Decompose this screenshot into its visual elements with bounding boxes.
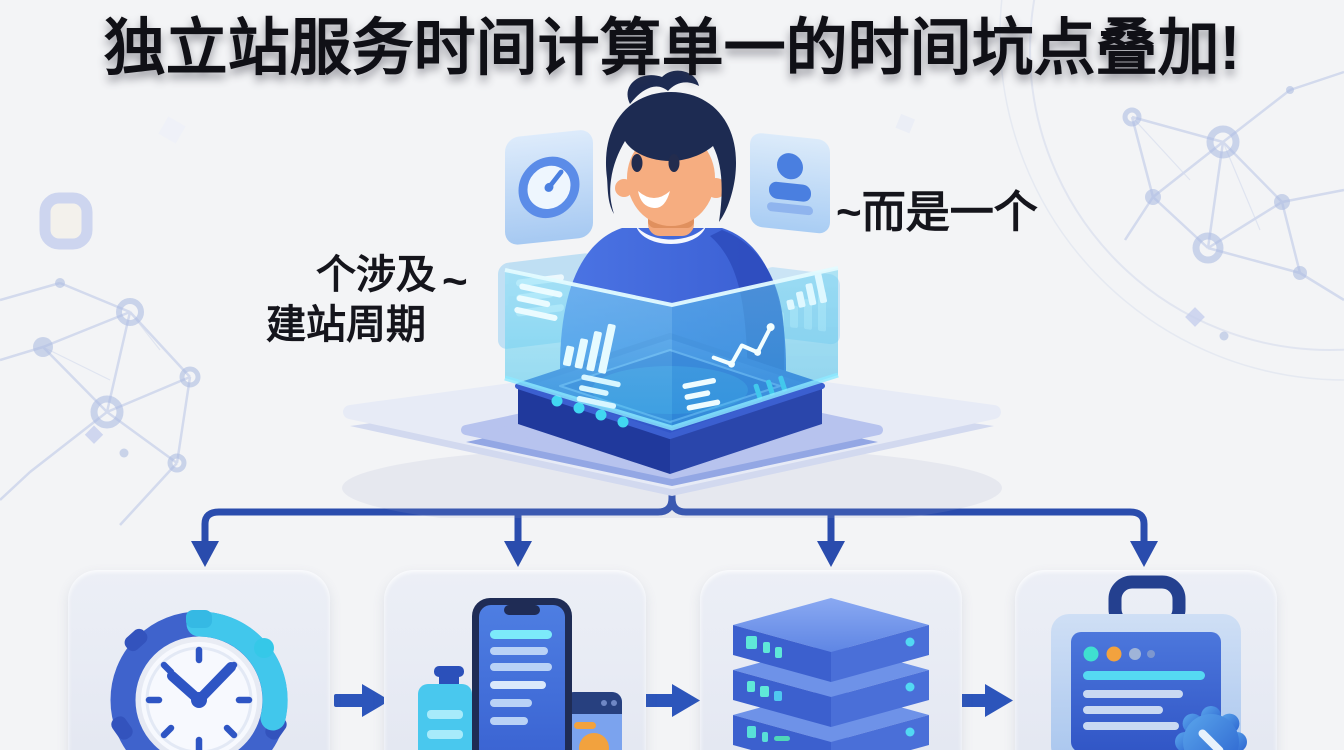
gear xyxy=(1175,706,1247,750)
right-arrow-icon xyxy=(334,684,390,717)
collar xyxy=(636,226,706,244)
network-nodes xyxy=(33,86,1307,473)
annotation-left: 个涉及~ 建站周期 xyxy=(266,248,526,349)
right-arrow-icon xyxy=(957,684,1013,717)
eye-left xyxy=(631,154,643,172)
wrench-icon xyxy=(1198,729,1224,750)
holo-bar-chart xyxy=(562,323,616,374)
gauge-icon xyxy=(518,156,580,219)
holo-list-lines xyxy=(514,283,563,321)
step-card-2 xyxy=(384,570,646,750)
user-card-icon xyxy=(767,153,813,216)
hero-illustration xyxy=(342,70,1002,518)
phone xyxy=(472,598,572,750)
holo-lines-3 xyxy=(682,377,721,411)
down-arrowheads xyxy=(191,541,1158,567)
luggage-accessory xyxy=(418,666,472,750)
smartphone-icon xyxy=(418,598,622,750)
eye-right xyxy=(668,154,680,172)
step-card-1 xyxy=(68,570,330,750)
gauge-panel xyxy=(505,130,593,245)
step-arrows-right xyxy=(334,684,1013,717)
clock-icon xyxy=(110,610,288,750)
tilde-mark: ~ xyxy=(442,257,468,306)
smile xyxy=(638,191,670,209)
step-card-4 xyxy=(1015,570,1277,750)
page-title: 独立站服务时间计算单一的时间坑点叠加! xyxy=(103,13,1241,83)
annotation-right: ~而是一个 xyxy=(836,188,1038,237)
user-card-panel xyxy=(750,133,830,234)
holo-mini-bars xyxy=(786,273,827,310)
server-slab xyxy=(733,598,929,682)
window-dots xyxy=(1083,646,1155,662)
right-arrow-icon xyxy=(644,684,700,717)
analytics-hologram xyxy=(504,266,839,431)
status-dots xyxy=(551,395,629,428)
holo-lines-2 xyxy=(576,374,621,409)
server-stack-icon xyxy=(733,598,929,750)
holo-line-chart xyxy=(711,323,775,368)
card-device-accessory xyxy=(564,692,622,750)
device-face-left xyxy=(518,386,670,474)
device-face-right xyxy=(670,386,822,474)
step-card-3 xyxy=(700,570,962,750)
hair-quiff xyxy=(627,70,699,104)
annotation-left-line1: 个涉及~ xyxy=(266,248,526,306)
rounded-ring-decoration xyxy=(39,192,93,250)
briefcase-gear-icon xyxy=(1051,575,1247,750)
annotation-left-line2: 建站周期 xyxy=(266,302,426,347)
branching-lines xyxy=(201,448,1148,547)
